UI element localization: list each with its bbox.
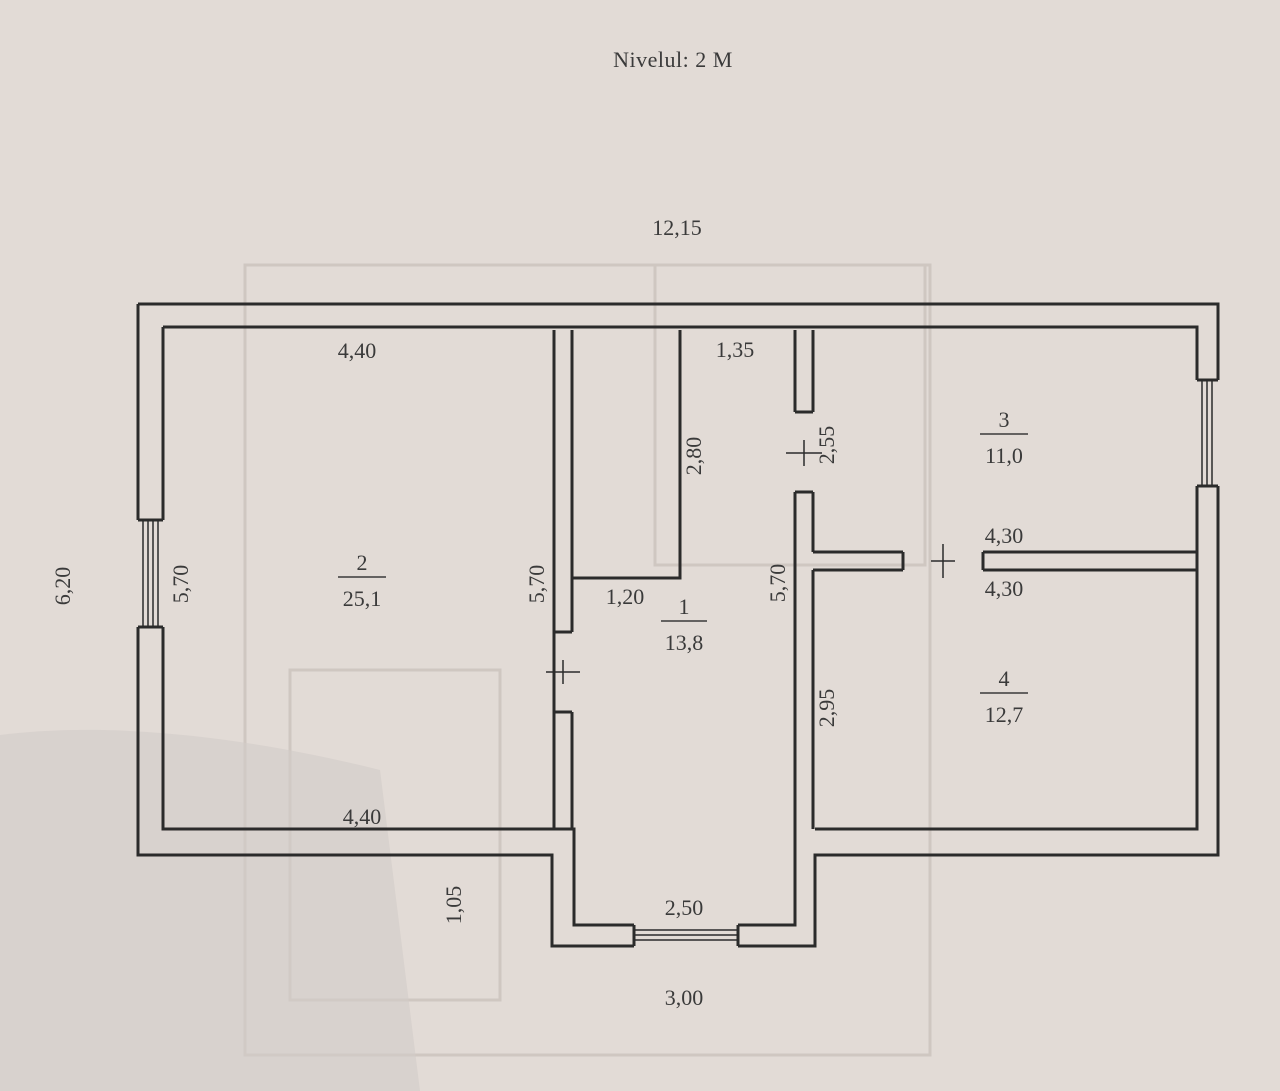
dim-room2-bottom: 4,40: [343, 804, 382, 829]
partition-rooms-3-4: [813, 544, 1197, 578]
dim-porch-inner: 2,50: [665, 895, 704, 920]
window-left: [142, 520, 159, 627]
dim-room3-bottom: 4,30: [985, 523, 1024, 548]
dim-room2-left: 5,70: [168, 565, 193, 604]
room-number: 1: [679, 594, 690, 619]
room-label-2: 2 25,1: [338, 550, 386, 611]
room-label-4: 4 12,7: [980, 666, 1028, 727]
window-left-caps: [138, 518, 163, 629]
dim-overall-width: 12,15: [652, 215, 702, 240]
dim-partition-right: 5,70: [765, 564, 790, 603]
room-area: 12,7: [985, 702, 1024, 727]
dim-porch-depth: 1,05: [441, 886, 466, 925]
dim-room4-top: 4,30: [985, 576, 1024, 601]
plan-title: Nivelul: 2 M: [613, 47, 733, 72]
hand-shadow: [0, 729, 420, 1091]
dim-overall-height: 6,20: [50, 567, 75, 606]
room-area: 11,0: [985, 443, 1023, 468]
dim-closet-width: 1,20: [606, 584, 645, 609]
dim-room3-side: 2,55: [814, 426, 839, 465]
dim-room2-top: 4,40: [338, 338, 377, 363]
dim-corridor-top: 1,35: [716, 337, 755, 362]
room-area: 25,1: [343, 586, 382, 611]
outer-wall-outer: [136, 302, 1220, 948]
room-number: 2: [357, 550, 368, 575]
room-area: 13,8: [665, 630, 704, 655]
room-label-1: 1 13,8: [661, 594, 707, 655]
dim-porch-outer: 3,00: [665, 985, 704, 1010]
room-number: 4: [999, 666, 1010, 691]
room-label-3: 3 11,0: [980, 407, 1028, 468]
closet-walls: [572, 330, 682, 580]
outer-wall-inner: [161, 325, 1199, 927]
partition-left: [546, 330, 580, 829]
room-number: 3: [999, 407, 1010, 432]
dim-closet-height: 2,80: [681, 437, 706, 476]
partition-right: [786, 330, 822, 829]
window-right: [1201, 380, 1213, 486]
dim-partition-left: 5,70: [524, 565, 549, 604]
dim-room4-side: 2,95: [814, 689, 839, 728]
entry-door: [634, 929, 738, 941]
